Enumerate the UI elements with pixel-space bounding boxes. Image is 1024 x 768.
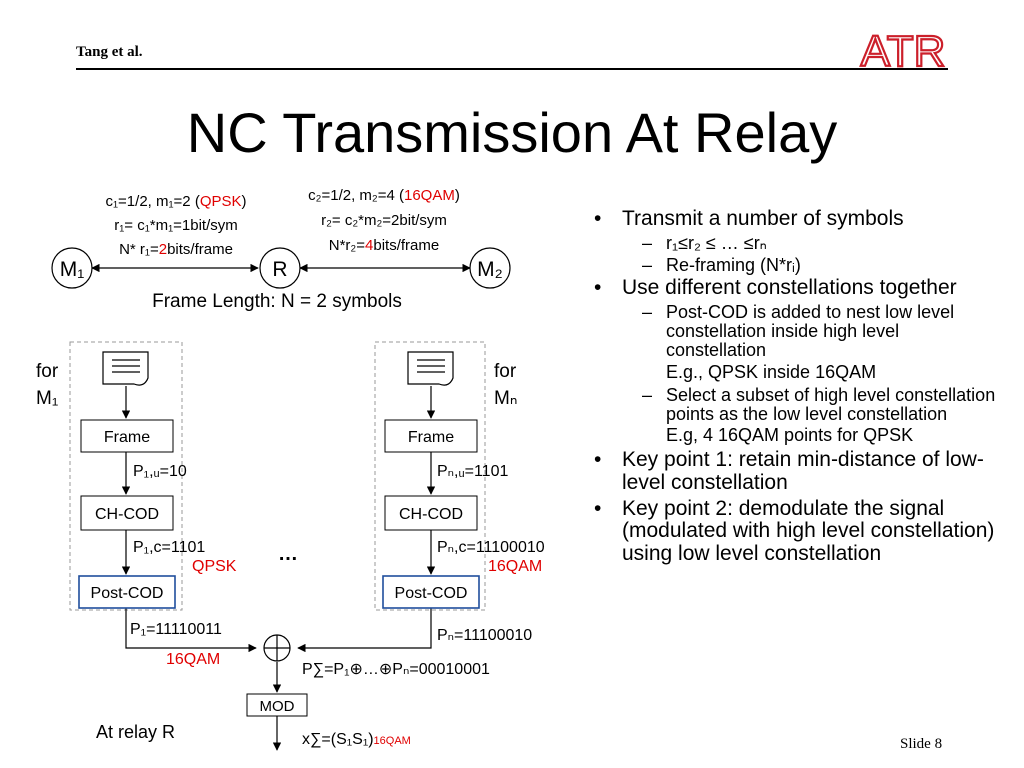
svg-text:CH-COD: CH-COD (399, 506, 463, 523)
ellipsis-label: … (278, 543, 298, 565)
logo-text: ATR (861, 27, 946, 70)
svg-text:N* r₁=2bits/frame: N* r₁=2bits/frame (119, 241, 233, 258)
right-for-label: for (494, 361, 517, 382)
bullet-1: Transmit a number of symbols (594, 207, 1004, 231)
left-p-mod: 16QAM (166, 651, 220, 668)
svg-text:Post-COD: Post-COD (395, 585, 468, 602)
left-pu-label: P₁,ᵤ=10 (133, 463, 187, 480)
right-pu-label: Pₙ,ᵤ=1101 (437, 463, 508, 480)
node-m1: M₁ (51, 247, 93, 289)
slide-title: NC Transmission At Relay (186, 101, 838, 164)
right-pc-label: Pₙ,c=11100010 (437, 539, 545, 556)
left-pc-label: P₁,c=1101 (133, 539, 205, 556)
bullet-4: Key point 2: demodulate the signal (modu… (594, 497, 1004, 566)
svg-text:c₂=1/2, m₂=4 (16QAM): c₂=1/2, m₂=4 (16QAM) (308, 187, 460, 204)
svg-text:CH-COD: CH-COD (95, 506, 159, 523)
left-chcod-box: CH-COD (80, 495, 174, 531)
slide-number: Slide 8 (900, 736, 943, 752)
right-p-label: Pₙ=11100010 (437, 627, 532, 644)
left-postcod-box: Post-COD (78, 575, 176, 609)
bullet-1-sub-2: Re-framing (N*rᵢ) (594, 255, 1004, 275)
bullet-list: Transmit a number of symbols r₁≤r₂ ≤ … ≤… (594, 207, 1004, 569)
mod-box: MOD (246, 693, 308, 717)
bullet-2-sub-2: Select a subset of high level constellat… (594, 385, 1004, 424)
svg-text:Frame: Frame (408, 429, 454, 446)
bullet-1-sub-1: r₁≤r₂ ≤ … ≤rₙ (594, 233, 1004, 253)
bullet-2-sub-1-example: E.g., QPSK inside 16QAM (666, 361, 877, 382)
psum-label: P∑=P₁⊕…⊕Pₙ=00010001 (302, 661, 490, 678)
frame-length-label: Frame Length: N = 2 symbols (152, 291, 402, 312)
left-m1-label: M₁ (36, 388, 58, 409)
output-label: x∑=(S₁S₁)16QAM (302, 731, 411, 748)
right-mn-label: Mₙ (494, 388, 517, 409)
bullet-2-sub-1: Post-COD is added to nest low level cons… (594, 303, 1004, 360)
svg-text:r₁= c₁*m₁=1bit/sym: r₁= c₁*m₁=1bit/sym (114, 217, 238, 234)
svg-text:N*r₂=4bits/frame: N*r₂=4bits/frame (329, 237, 439, 254)
svg-text:M₁: M₁ (60, 258, 85, 281)
xor-node (263, 634, 291, 662)
svg-text:M₂: M₂ (477, 258, 503, 281)
svg-text:Post-COD: Post-COD (91, 585, 164, 602)
right-chcod-box: CH-COD (384, 495, 478, 531)
right-postcod-box: Post-COD (382, 575, 480, 609)
svg-text:MOD: MOD (260, 698, 295, 715)
author-label: Tang et al. (76, 44, 143, 60)
bullet-2-sub-2-example: E.g, 4 16QAM points for QPSK (666, 425, 914, 446)
relay-label: At relay R (96, 722, 175, 742)
bullet-2: Use different constellations together (594, 277, 1004, 300)
right-to-xor-line (297, 608, 432, 653)
link2-labels: c₂=1/2, m₂=4 (16QAM) r₂= c₂*m₂=2bit/sym … (308, 187, 460, 254)
right-frame-box: Frame (384, 419, 478, 453)
left-pc-mod: QPSK (192, 558, 237, 575)
link1-labels: c₁=1/2, m₁=2 (QPSK) r₁= c₁*m₁=1bit/sym N… (105, 193, 246, 258)
right-source-icon (407, 351, 454, 386)
left-p-label: P₁=11110011 (130, 621, 222, 638)
bullet-3: Key point 1: retain min-distance of low-… (594, 448, 1004, 494)
svg-text:R: R (272, 258, 287, 281)
node-m2: M₂ (469, 247, 511, 289)
atr-logo: ATR (860, 26, 947, 70)
header-rule (76, 68, 948, 70)
svg-text:Frame: Frame (104, 429, 150, 446)
svg-text:r₂= c₂*m₂=2bit/sym: r₂= c₂*m₂=2bit/sym (321, 212, 447, 229)
node-r: R (259, 247, 301, 289)
left-source-icon (102, 351, 149, 386)
right-pc-mod: 16QAM (488, 558, 542, 575)
svg-text:c₁=1/2, m₁=2 (QPSK): c₁=1/2, m₁=2 (QPSK) (105, 193, 246, 210)
nc-relay-diagram: c₁=1/2, m₁=2 (QPSK) r₁= c₁*m₁=1bit/sym N… (36, 187, 545, 751)
left-frame-box: Frame (80, 419, 174, 453)
left-to-xor-line (125, 608, 257, 653)
left-for-label: for (36, 361, 59, 382)
